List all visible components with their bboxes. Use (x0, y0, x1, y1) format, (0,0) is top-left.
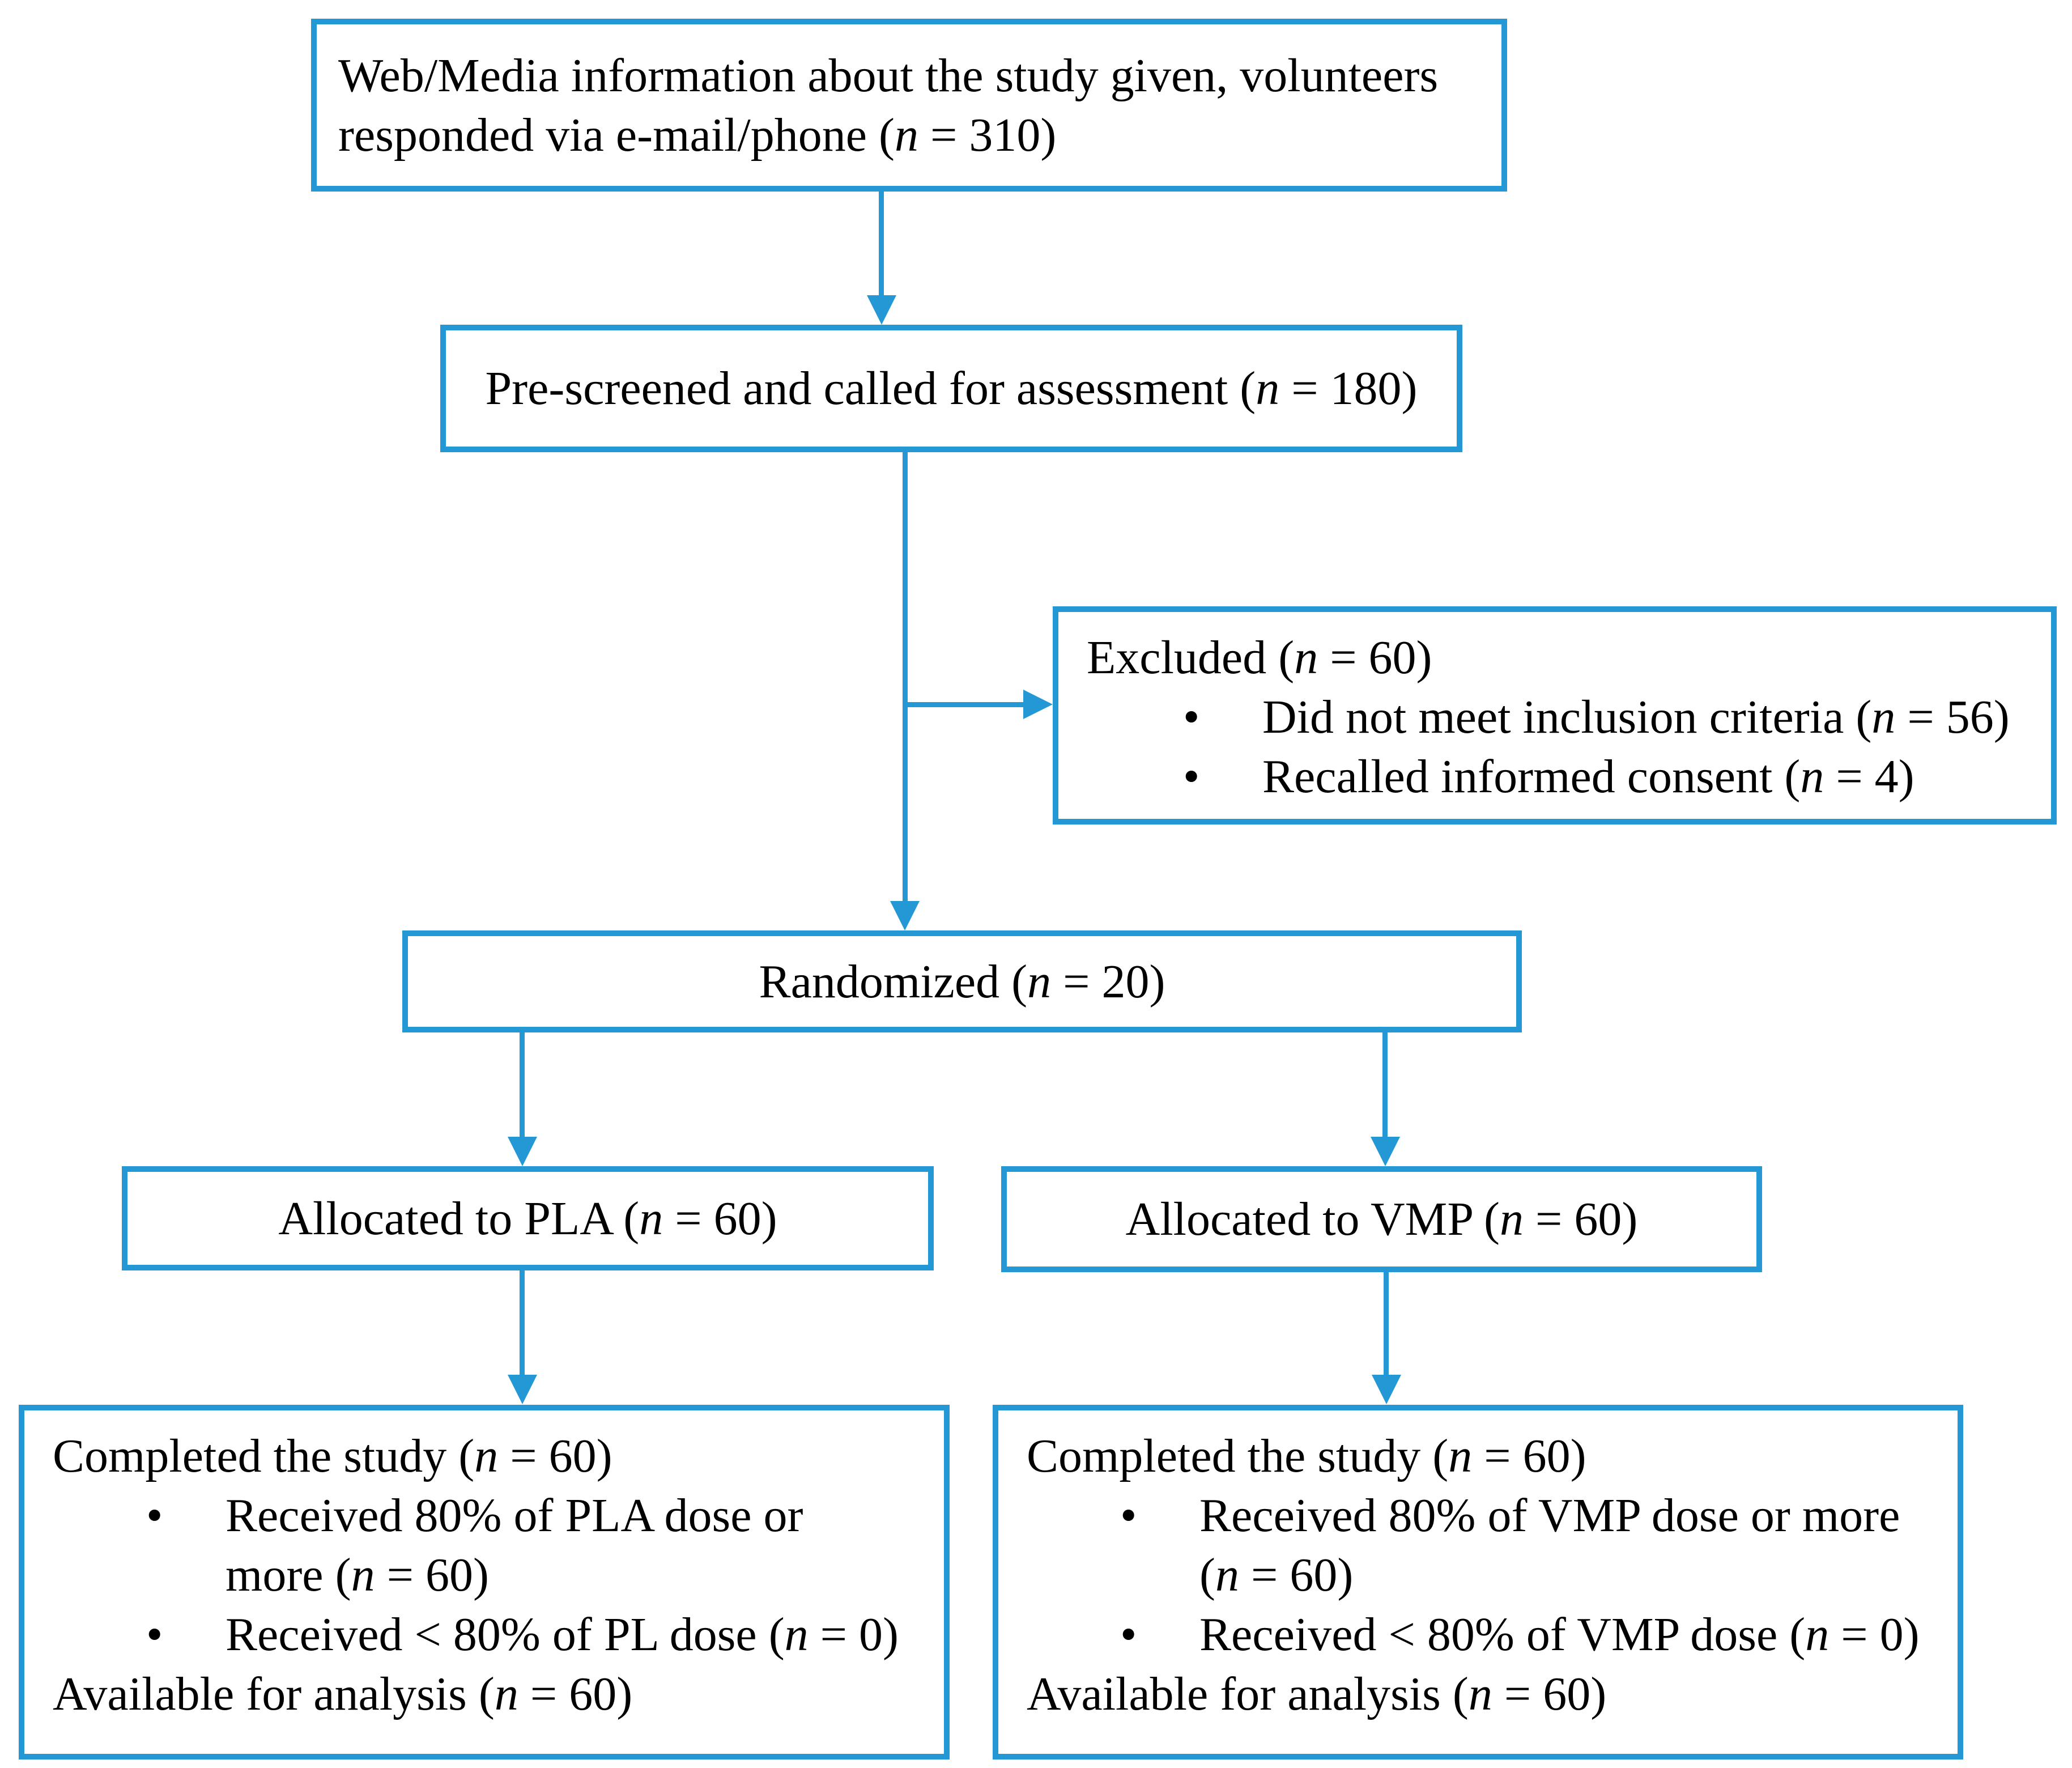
completed-vmp-bullet-text: Received 80% of VMP dose or more (n = 60… (1199, 1489, 1900, 1601)
bullet-icon (146, 1605, 171, 1664)
box-allocated-vmp-text: Allocated to VMP (n = 60) (1125, 1193, 1638, 1246)
completed-pla-bullet-text: Received < 80% of PL dose (n = 0) (226, 1608, 899, 1661)
box-allocated-vmp: Allocated to VMP (n = 60) (1001, 1166, 1762, 1272)
completed-pla-bullet-text: Received 80% of PLA dose or more (n = 60… (226, 1489, 803, 1601)
box-prescreened-text: Pre-screened and called for assessment (… (485, 362, 1418, 415)
box-completed-vmp: Completed the study (n = 60) Received 80… (993, 1405, 1963, 1760)
connector-prescreened-to-randomized (903, 452, 908, 901)
excluded-bullet-item: Recalled informed consent (n = 4) (1087, 747, 2040, 806)
bullet-icon (1120, 1486, 1145, 1545)
excluded-bullet-text: Did not meet inclusion criteria (n = 56) (1262, 691, 2010, 743)
bullet-icon (1183, 747, 1208, 806)
bullet-icon (1183, 687, 1208, 747)
arrowhead-prescreened-to-randomized (890, 901, 920, 930)
connector-info-to-prescreened (879, 192, 884, 296)
excluded-bullet-text: Recalled informed consent (n = 4) (1262, 750, 1914, 803)
box-prescreened: Pre-screened and called for assessment (… (440, 325, 1462, 452)
box-web-media-info-text: Web/Media information about the study gi… (338, 49, 1439, 162)
box-completed-vmp-title: Completed the study (n = 60) (1027, 1430, 1586, 1482)
box-randomized-text: Randomized (n = 20) (759, 955, 1165, 1008)
connector-randomized-to-pla (520, 1032, 525, 1138)
connector-branch-to-excluded (903, 702, 1026, 707)
completed-vmp-bullet-item: Received < 80% of VMP dose (n = 0) (1027, 1605, 1946, 1664)
completed-pla-bullet-item: Received 80% of PLA dose or more (n = 60… (53, 1486, 933, 1605)
box-randomized: Randomized (n = 20) (402, 930, 1522, 1032)
arrowhead-pla-to-completed (508, 1375, 537, 1404)
box-excluded-title: Excluded (n = 60) (1087, 631, 1432, 684)
arrowhead-info-to-prescreened (867, 295, 896, 325)
arrowhead-vmp-to-completed (1372, 1375, 1401, 1404)
completed-pla-bullet-item: Received < 80% of PL dose (n = 0) (53, 1605, 933, 1664)
bullet-icon (146, 1486, 171, 1545)
connector-vmp-to-completed (1384, 1272, 1389, 1376)
completed-vmp-bullet-text: Received < 80% of VMP dose (n = 0) (1199, 1608, 1920, 1661)
excluded-bullet-item: Did not meet inclusion criteria (n = 56) (1087, 687, 2040, 747)
box-allocated-pla-text: Allocated to PLA (n = 60) (278, 1192, 777, 1245)
box-allocated-pla: Allocated to PLA (n = 60) (122, 1166, 934, 1270)
box-completed-vmp-footer: Available for analysis (n = 60) (1027, 1668, 1607, 1720)
box-completed-pla: Completed the study (n = 60) Received 80… (19, 1405, 950, 1760)
box-completed-pla-footer: Available for analysis (n = 60) (53, 1668, 633, 1720)
completed-vmp-bullet-item: Received 80% of VMP dose or more (n = 60… (1027, 1486, 1946, 1605)
box-web-media-info: Web/Media information about the study gi… (311, 19, 1507, 192)
bullet-icon (1120, 1605, 1145, 1664)
connector-randomized-to-vmp (1382, 1032, 1388, 1138)
box-excluded: Excluded (n = 60) Did not meet inclusion… (1053, 606, 2057, 824)
arrowhead-randomized-to-pla (508, 1137, 537, 1166)
box-completed-pla-title: Completed the study (n = 60) (53, 1430, 612, 1482)
arrowhead-branch-to-excluded (1023, 690, 1053, 719)
arrowhead-randomized-to-vmp (1371, 1137, 1400, 1166)
connector-pla-to-completed (520, 1270, 525, 1376)
